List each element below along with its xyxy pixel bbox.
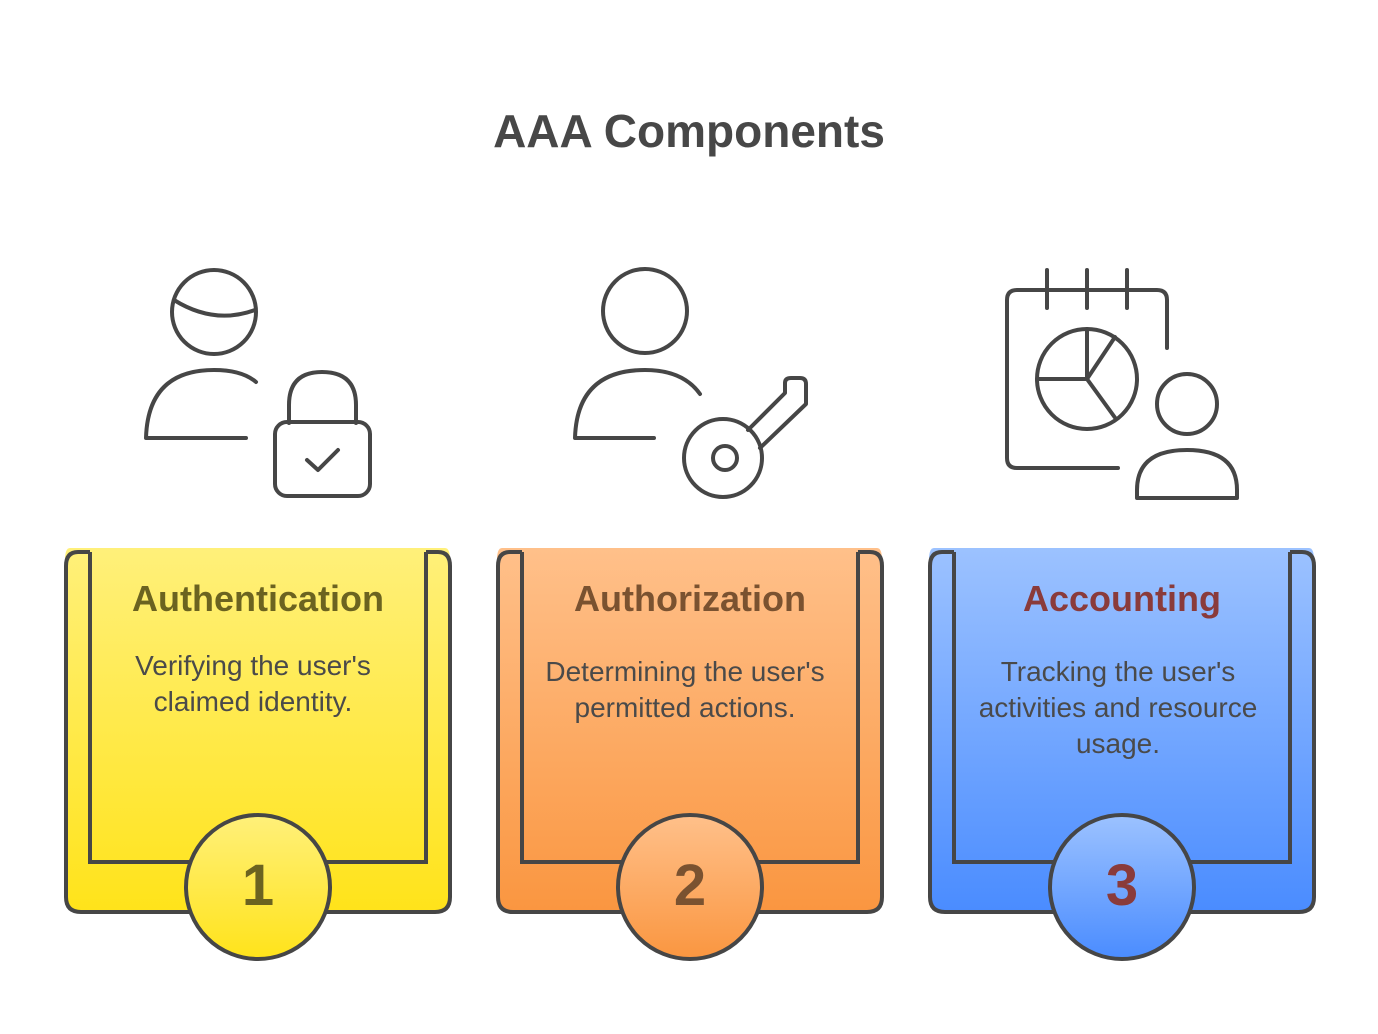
user-lock-icon [144,268,372,498]
card-accounting [928,548,1316,961]
card-number-1: 1 [241,853,275,918]
card-number-3: 3 [1105,853,1139,918]
card-authorization [496,548,884,961]
card-frame [65,548,450,912]
card-frame [929,548,1314,912]
card-description-accounting: Tracking the user's activities and resou… [978,656,1258,759]
card-authentication [64,548,452,961]
card-title-authentication: Authentication [132,578,384,619]
card-title-authorization: Authorization [574,578,806,619]
number-badge [616,813,764,961]
calendar-chart-user-icon [1005,268,1239,500]
card-frame [497,548,882,912]
diagram-title: AAA Components [493,105,885,157]
number-badge [1048,813,1196,961]
card-description-authentication: Verifying the user's claimed identity. [135,650,371,717]
number-badge [184,813,332,961]
user-key-icon [573,267,808,499]
card-number-2: 2 [673,853,707,918]
card-description-authorization: Determining the user's permitted actions… [545,656,825,723]
card-title-accounting: Accounting [1023,578,1221,619]
